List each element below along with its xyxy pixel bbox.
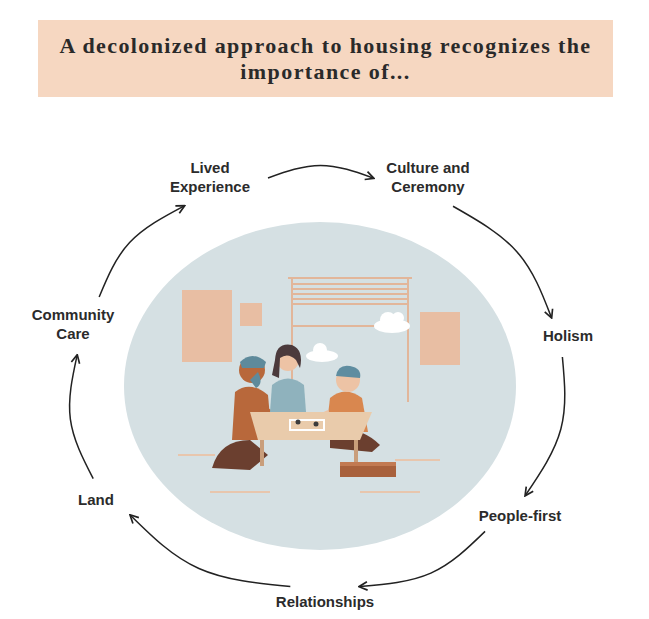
floor-lines-part [210,491,270,493]
window-blinds-part [292,298,408,300]
concept-label: Relationships [265,591,385,614]
cycle-arrow [70,356,94,479]
person-middle-part [272,345,301,378]
window-blinds-part [407,278,409,402]
concept-text: Community Care [21,304,125,346]
person-middle [270,345,306,412]
person-right-part [336,366,360,378]
person-left-part [250,372,261,388]
concept-label: Lived Experience [162,157,258,199]
concept-label: Community Care [21,304,125,346]
concept-label: Culture and Ceremony [383,157,473,199]
concept-text: Land [66,489,126,512]
game-box [340,462,396,477]
concept-label: Land [66,489,126,512]
window-blinds-part [292,283,408,285]
wall-frames-part [240,303,262,326]
table-part [296,420,301,425]
window-blinds-part [292,303,408,305]
table [250,412,372,466]
backdrop-ellipse [124,222,516,550]
cycle-arrow [268,165,373,178]
floor-lines-part [360,491,420,493]
concept-text: People-first [465,505,575,528]
person-left-part [212,440,268,470]
wall-frames [182,290,460,365]
window-blinds-part [288,277,412,279]
concept-text: Lived Experience [162,157,258,199]
table-part [260,440,264,466]
window-blinds [288,278,412,402]
clouds-part [313,343,327,357]
floor-lines-part [178,454,215,456]
wall-frames-part [182,290,232,362]
cycle-arrow [131,515,291,586]
person-left-part [240,356,266,368]
cycle-arrow [526,357,565,495]
clouds [306,312,410,362]
game-box-part [340,462,396,477]
title: A decolonized approach to housing recogn… [56,33,596,84]
floor-lines-part [395,459,440,461]
cycle-arrow [360,531,485,586]
table-part [250,412,372,440]
concept-text: Relationships [265,591,385,614]
concept-label: Holism [528,325,608,348]
window-blinds-part [292,288,408,290]
clouds-part [392,312,404,324]
concept-text: Holism [528,325,608,348]
cycle-arrow [453,206,551,317]
table-part [290,420,324,430]
cycle-arrow [99,206,184,297]
wall-frames-part [420,312,460,365]
game-box-part [340,462,396,466]
concept-label: People-first [465,505,575,528]
window-blinds-part [292,293,408,295]
person-middle-part [270,379,306,413]
table-part [314,422,319,427]
concept-text: Culture and Ceremony [383,157,473,199]
title-banner: A decolonized approach to housing recogn… [38,20,613,97]
